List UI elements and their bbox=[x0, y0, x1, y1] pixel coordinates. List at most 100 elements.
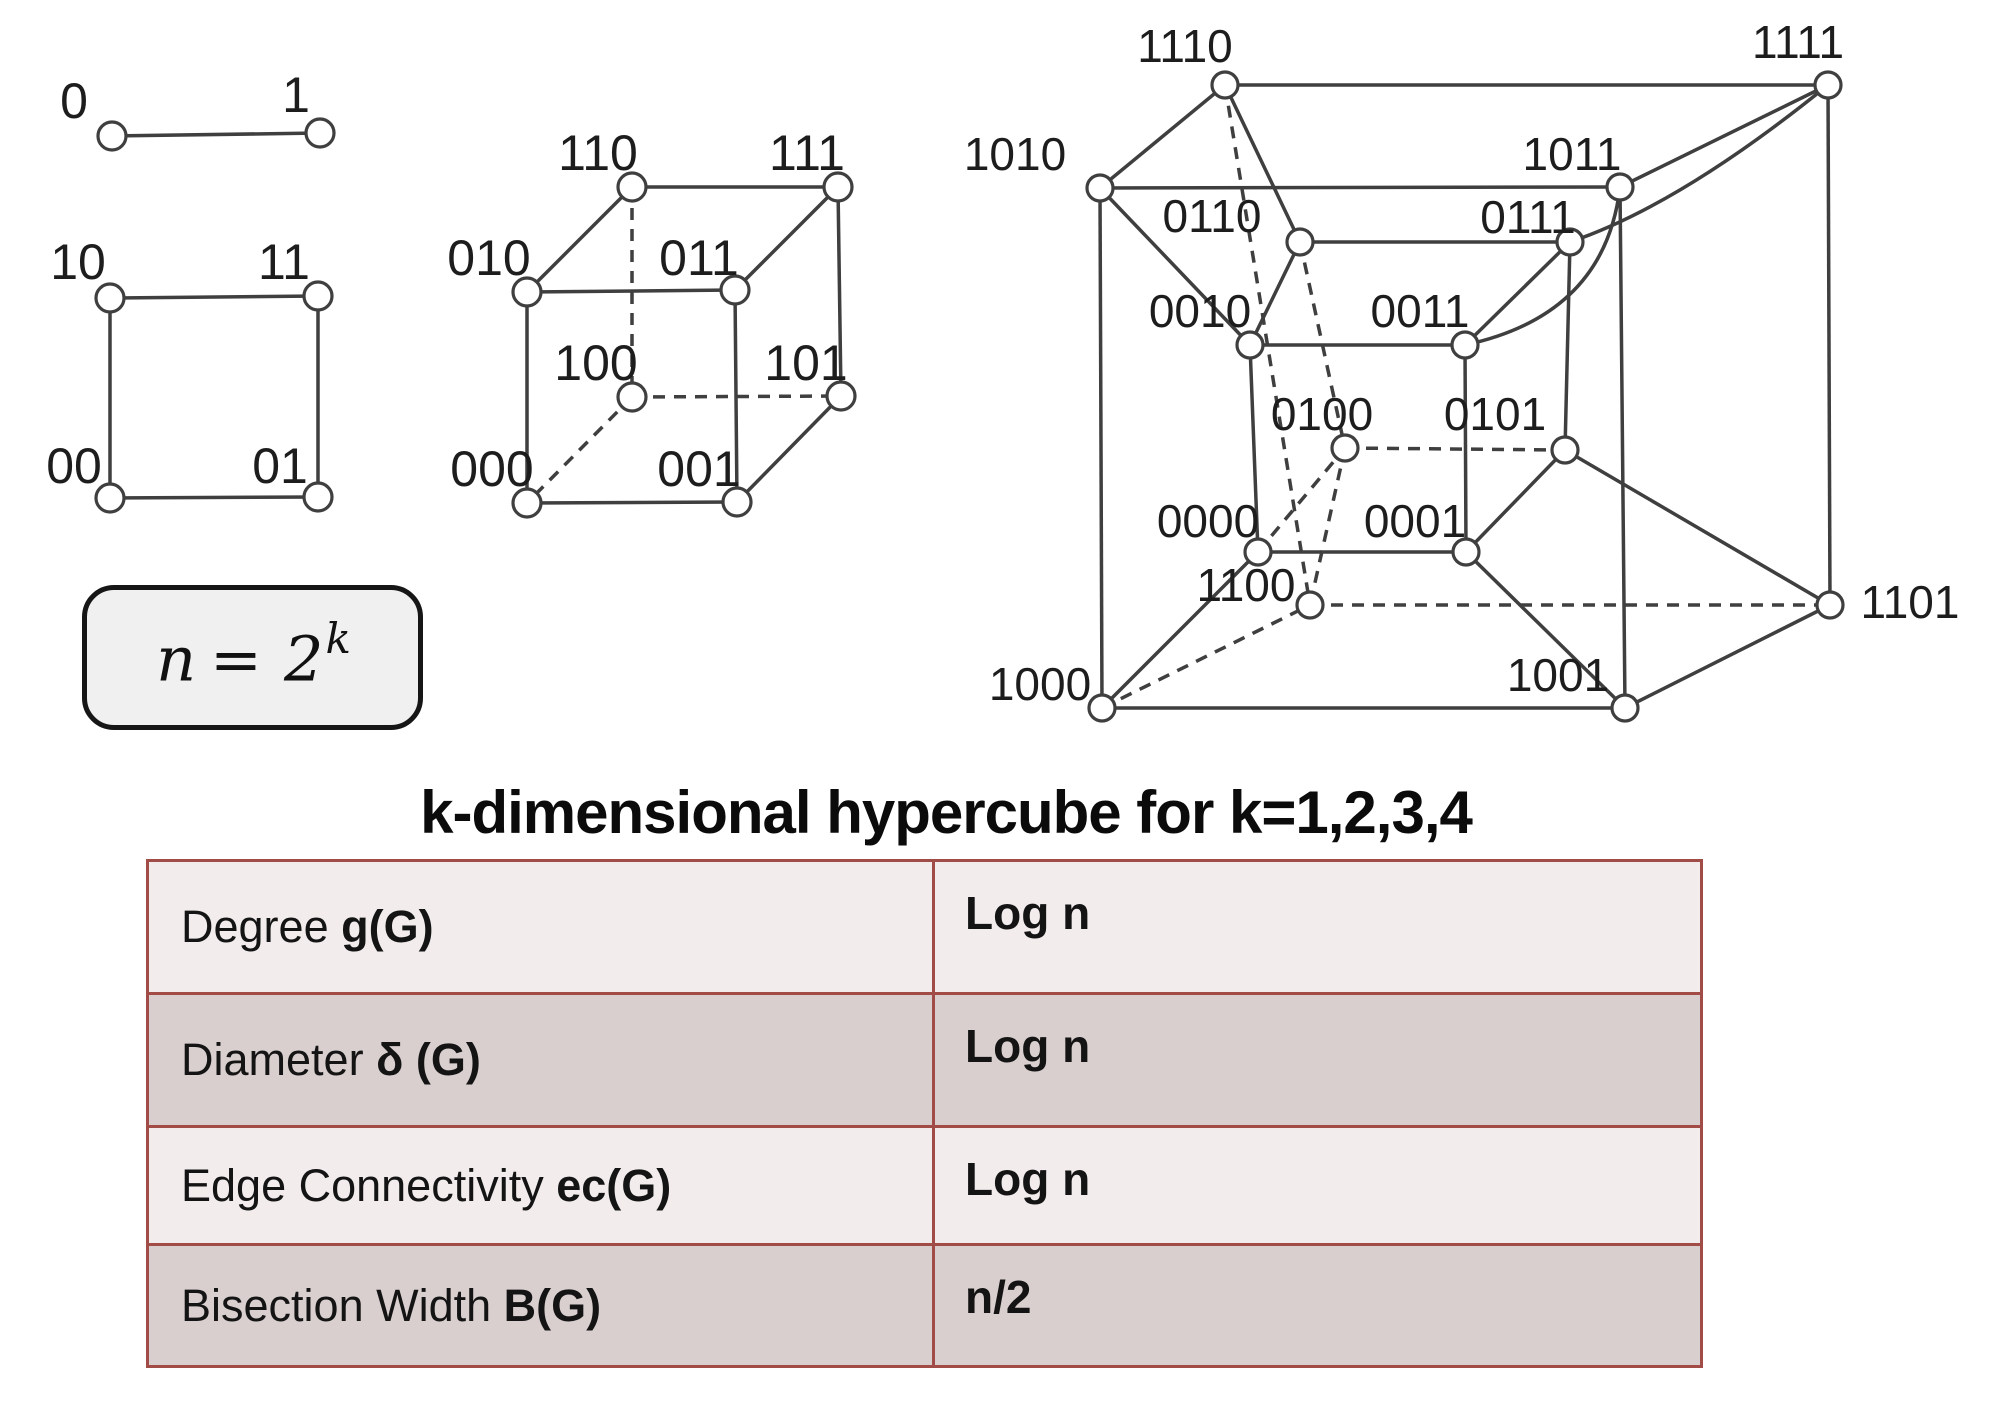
node-label-001: 001 bbox=[657, 441, 740, 497]
node-0111 bbox=[1555, 227, 1585, 257]
node-label-0111: 0111 bbox=[1480, 191, 1576, 243]
node-label-1000: 1000 bbox=[989, 658, 1091, 710]
edge-00-01 bbox=[109, 495, 319, 500]
property-name: Edge Connectivity bbox=[181, 1159, 557, 1211]
edge-0001-1001 bbox=[1464, 550, 1627, 710]
node-001 bbox=[721, 486, 753, 518]
graph-k3: 110 111 010 011 100 101 000 001 bbox=[447, 125, 857, 519]
node-10 bbox=[94, 282, 126, 314]
edge-111-011 bbox=[733, 185, 840, 292]
property-name: Degree bbox=[181, 901, 342, 952]
node-1111 bbox=[1813, 70, 1843, 100]
edge-0111-1111 bbox=[1569, 83, 1830, 244]
node-label-111: 111 bbox=[769, 125, 845, 181]
property-value-cell: Log n bbox=[932, 1125, 1703, 1246]
edge-0000-1000 bbox=[1100, 550, 1260, 710]
node-11 bbox=[302, 280, 334, 312]
node-label-1001: 1001 bbox=[1507, 649, 1609, 701]
node-label-0100: 0100 bbox=[1271, 388, 1373, 440]
node-1010 bbox=[1085, 173, 1115, 203]
node-0001 bbox=[1451, 537, 1481, 567]
node-label-0101: 0101 bbox=[1444, 388, 1546, 440]
property-name-cell: Edge Connectivity ec(G) bbox=[146, 1125, 935, 1246]
property-name: Bisection Width bbox=[181, 1279, 504, 1331]
graph-k2: 10 11 00 01 bbox=[46, 234, 334, 514]
property-value-cell: Log n bbox=[932, 859, 1703, 995]
node-label-0110: 0110 bbox=[1163, 190, 1262, 242]
node-110 bbox=[616, 171, 648, 203]
edge-0011-0001 bbox=[1463, 344, 1468, 553]
node-label-0010: 0010 bbox=[1149, 285, 1251, 337]
node-1001 bbox=[1610, 693, 1640, 723]
node-label-1100: 1100 bbox=[1197, 559, 1296, 611]
node-label-1111: 1111 bbox=[1752, 16, 1844, 68]
table-row: Diameter δ (G) Log n bbox=[146, 992, 1703, 1128]
property-symbol: δ (G) bbox=[376, 1034, 481, 1085]
node-0000 bbox=[1243, 537, 1273, 567]
node-010 bbox=[511, 276, 543, 308]
edge-0110-0100 bbox=[1298, 241, 1347, 449]
property-symbol: ec(G) bbox=[556, 1159, 672, 1211]
formula-base: 2 bbox=[283, 622, 324, 696]
edge-1010-1000 bbox=[1098, 187, 1104, 709]
node-01 bbox=[302, 481, 334, 513]
formula-lhs: n bbox=[156, 622, 197, 696]
edge-0110-1110 bbox=[1223, 84, 1302, 243]
node-label-100: 100 bbox=[554, 335, 637, 391]
node-label-1010: 1010 bbox=[964, 128, 1066, 180]
edge-0111-0011 bbox=[1463, 240, 1572, 347]
edge-0001-0101 bbox=[1464, 448, 1567, 554]
node-1000 bbox=[1087, 693, 1117, 723]
edge-0010-0000 bbox=[1248, 344, 1260, 553]
property-symbol: g(G) bbox=[341, 901, 434, 952]
edge-101-001 bbox=[735, 394, 843, 504]
edge-0100-0101 bbox=[1344, 446, 1566, 452]
node-011 bbox=[719, 274, 751, 306]
node-label-000: 000 bbox=[450, 441, 533, 497]
edge-1011-1001 bbox=[1618, 186, 1627, 709]
edge-0000-0100 bbox=[1256, 446, 1347, 554]
node-label-010: 010 bbox=[447, 230, 530, 286]
property-name: Diameter bbox=[181, 1034, 377, 1085]
node-1100 bbox=[1295, 590, 1325, 620]
table-row: Edge Connectivity ec(G)Log n bbox=[146, 1125, 1703, 1246]
table-row: Bisection Width B(G)n/2 bbox=[146, 1243, 1703, 1368]
formula-exponent: k bbox=[325, 614, 351, 664]
node-label-1110: 1110 bbox=[1137, 20, 1233, 72]
node-label-0: 0 bbox=[60, 73, 88, 129]
edge-0101-1101 bbox=[1564, 448, 1831, 607]
node-label-10: 10 bbox=[50, 234, 106, 290]
node-0101 bbox=[1550, 435, 1580, 465]
formula-equals: = bbox=[210, 622, 262, 696]
node-label-110: 110 bbox=[558, 125, 638, 181]
edge-100-000 bbox=[525, 395, 634, 505]
node-1 bbox=[304, 117, 336, 149]
node-1011 bbox=[1605, 172, 1635, 202]
edge-0010-1010 bbox=[1098, 186, 1252, 347]
node-label-1011: 1011 bbox=[1523, 128, 1622, 180]
property-value-cell: Log n bbox=[932, 992, 1703, 1128]
node-label-01: 01 bbox=[252, 438, 308, 494]
node-1101 bbox=[1815, 590, 1845, 620]
property-symbol: B(G) bbox=[503, 1279, 602, 1331]
node-label-101: 101 bbox=[764, 335, 847, 391]
edge-0100-1100 bbox=[1308, 447, 1347, 606]
node-label-00: 00 bbox=[46, 438, 102, 494]
edge-110-010 bbox=[525, 185, 634, 294]
edge-10-11 bbox=[109, 294, 319, 300]
node-label-011: 011 bbox=[659, 230, 739, 286]
node-label-0001: 0001 bbox=[1364, 495, 1466, 547]
edge-0-1 bbox=[111, 131, 321, 138]
edge-0110-0010 bbox=[1248, 241, 1302, 346]
property-name-cell: Bisection Width B(G) bbox=[146, 1243, 935, 1368]
node-00 bbox=[94, 482, 126, 514]
node-101 bbox=[825, 380, 857, 412]
node-label-11: 11 bbox=[258, 234, 310, 290]
page-title: k-dimensional hypercube for k=1,2,3,4 bbox=[420, 779, 1473, 846]
formula-text: n=2k bbox=[156, 618, 351, 691]
edge-111-101 bbox=[836, 186, 843, 397]
edge-0011-1011 bbox=[1464, 186, 1622, 347]
